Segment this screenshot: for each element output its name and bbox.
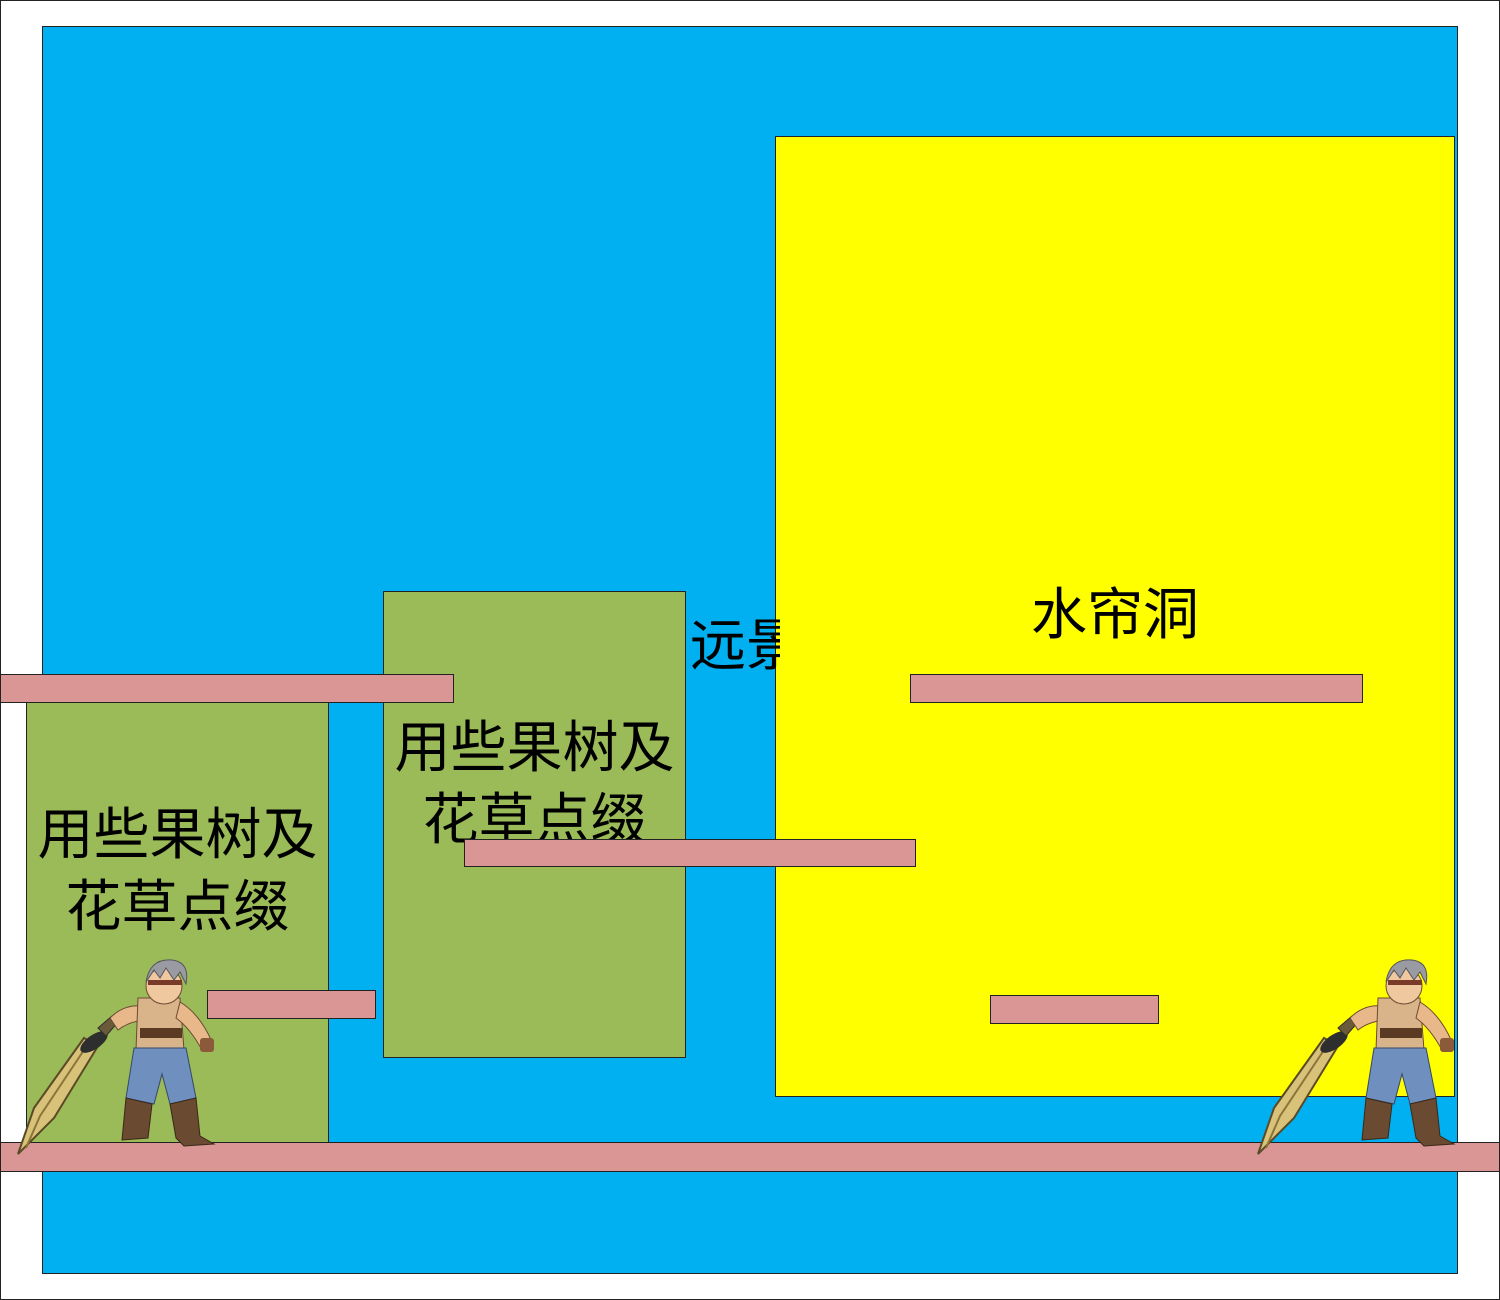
cave-label: 水帘洞 bbox=[1031, 583, 1199, 648]
platform-top-left bbox=[0, 674, 454, 703]
platform-small-left bbox=[207, 990, 376, 1019]
far-view-label: 远景 bbox=[690, 614, 780, 675]
hero-sprite-left bbox=[17, 959, 216, 1155]
platform-middle bbox=[464, 839, 916, 867]
middle-grove-zone bbox=[383, 591, 686, 1058]
platform-top-right bbox=[910, 674, 1363, 703]
swordsman-character-icon[interactable] bbox=[14, 958, 219, 1158]
hero-sprite-right bbox=[1257, 959, 1456, 1155]
water-curtain-cave-zone bbox=[775, 136, 1455, 1097]
platform-small-right bbox=[990, 995, 1159, 1024]
ground-platform bbox=[0, 1142, 1500, 1172]
middle-grove-label: 用些果树及花草点缀 bbox=[394, 716, 675, 853]
swordsman-character-icon[interactable] bbox=[1254, 958, 1459, 1158]
left-grove-label: 用些果树及花草点缀 bbox=[37, 803, 318, 940]
